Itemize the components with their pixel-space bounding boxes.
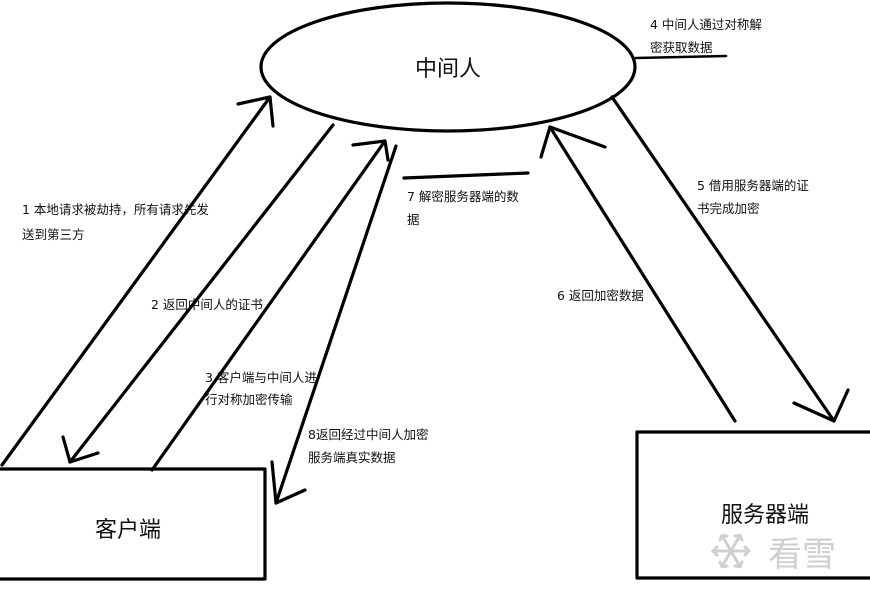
- step5-label: 5 借用服务器端的证 书完成加密: [697, 178, 809, 216]
- svg-text:2 返回中间人的证书: 2 返回中间人的证书: [151, 297, 263, 312]
- snowflake-icon: [710, 533, 752, 569]
- svg-text:服务端真实数据: 服务端真实数据: [308, 450, 396, 465]
- svg-text:送到第三方: 送到第三方: [22, 227, 85, 242]
- svg-text:5 借用服务器端的证: 5 借用服务器端的证: [697, 178, 809, 193]
- svg-text:8返回经过中间人加密: 8返回经过中间人加密: [308, 427, 428, 442]
- step8-label: 8返回经过中间人加密 服务端真实数据: [308, 427, 428, 465]
- client-label: 客户端: [95, 518, 161, 543]
- svg-text:看雪: 看雪: [768, 535, 836, 575]
- arrow-step3: [150, 139, 390, 472]
- svg-text:书完成加密: 书完成加密: [697, 201, 760, 216]
- step4-label: 4 中间人通过对称解 密获取数据: [650, 17, 762, 55]
- step6-label: 6 返回加密数据: [557, 288, 644, 303]
- step4-underline: [634, 54, 728, 60]
- mitm-node: [259, 1, 637, 133]
- svg-text:密获取数据: 密获取数据: [650, 40, 713, 55]
- svg-text:据: 据: [407, 212, 420, 227]
- step7-label: 7 解密服务器端的数 据: [407, 189, 519, 227]
- server-label: 服务器端: [721, 503, 809, 528]
- arrow-step6: [539, 125, 737, 423]
- step7-marker: [402, 171, 530, 180]
- arrow-step1: [0, 95, 275, 467]
- svg-text:6 返回加密数据: 6 返回加密数据: [557, 288, 644, 303]
- watermark: 看雪: [710, 533, 836, 575]
- server-node: [635, 430, 870, 580]
- svg-text:行对称加密传输: 行对称加密传输: [205, 392, 293, 407]
- arrow-step8: [270, 144, 398, 505]
- step1-label: 1 本地请求被劫持，所有请求先发 送到第三方: [22, 202, 209, 242]
- step3-label: 3 客户端与中间人进 行对称加密传输: [205, 370, 317, 407]
- svg-text:1 本地请求被劫持，所有请求先发: 1 本地请求被劫持，所有请求先发: [22, 202, 209, 217]
- step2-label: 2 返回中间人的证书: [151, 297, 263, 312]
- svg-text:3 客户端与中间人进: 3 客户端与中间人进: [205, 370, 317, 385]
- svg-text:7 解密服务器端的数: 7 解密服务器端的数: [407, 189, 519, 204]
- mitm-label: 中间人: [415, 57, 481, 82]
- client-node: [0, 467, 267, 581]
- svg-text:4 中间人通过对称解: 4 中间人通过对称解: [650, 17, 762, 32]
- arrow-step2: [61, 123, 335, 464]
- arrow-step5: [610, 95, 850, 423]
